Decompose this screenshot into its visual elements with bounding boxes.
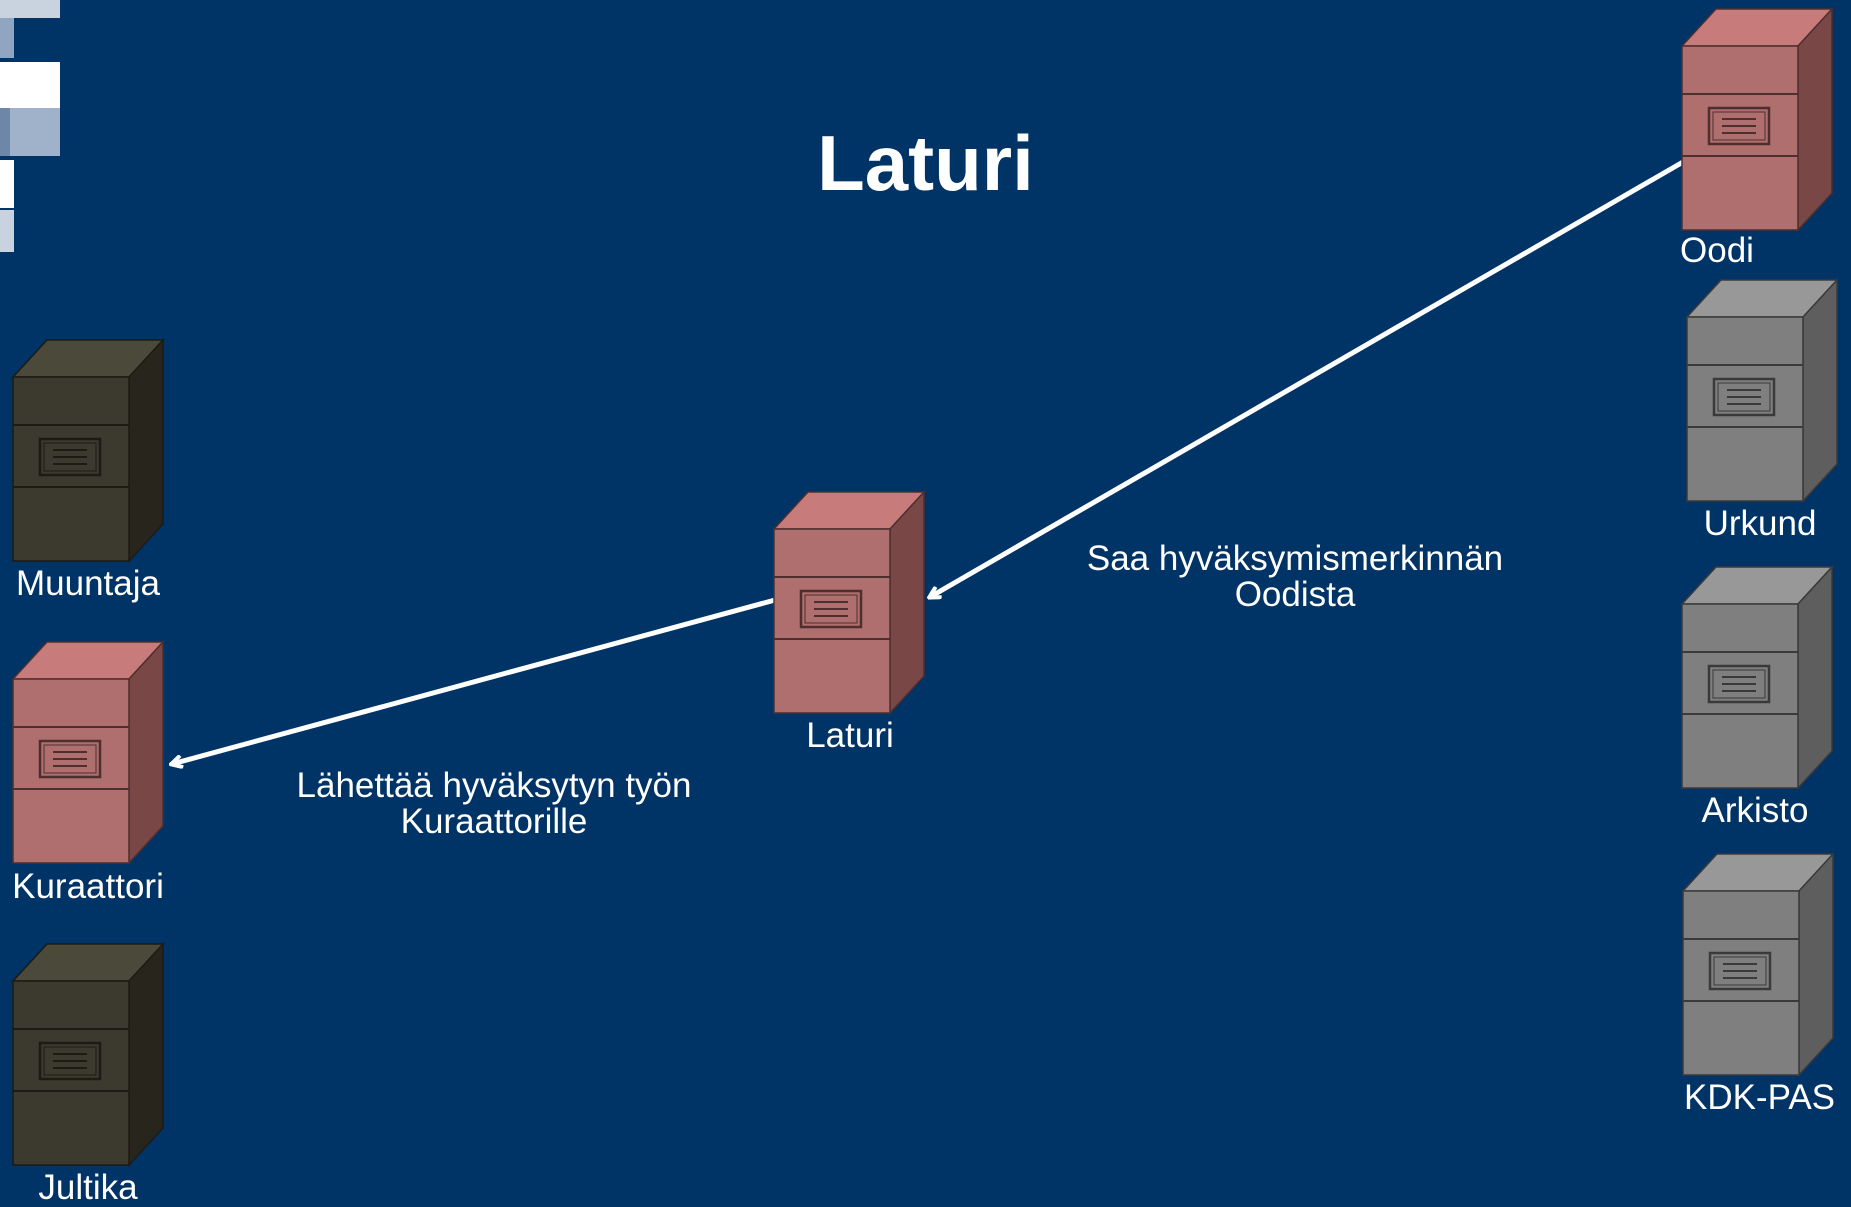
server-laturi xyxy=(772,490,926,715)
edge-label-line: Lähettää hyväksytyn työn xyxy=(296,766,692,805)
server-jultika xyxy=(11,942,165,1167)
server-arkisto xyxy=(1680,565,1834,790)
node-label-urkund: Urkund xyxy=(1703,504,1817,543)
node-label-oodi: Oodi xyxy=(1680,231,1754,270)
server-oodi xyxy=(1680,7,1834,232)
server-kdk-pas xyxy=(1681,852,1835,1077)
server-kuraattori xyxy=(11,640,165,865)
edge-label-line: Saa hyväksymismerkinnän xyxy=(1086,539,1504,578)
node-label-kdk-pas: KDK-PAS xyxy=(1683,1078,1836,1117)
node-label-laturi: Laturi xyxy=(806,716,894,755)
node-label-jultika: Jultika xyxy=(38,1168,138,1207)
node-label-arkisto: Arkisto xyxy=(1701,791,1809,830)
edge-laturi-to-kuraattori xyxy=(172,597,776,764)
page-title: Laturi xyxy=(817,119,1034,207)
server-urkund xyxy=(1685,278,1839,503)
server-muuntaja xyxy=(11,338,165,563)
edge-label-line: Kuraattorille xyxy=(400,802,588,841)
corner-decoration xyxy=(0,0,60,252)
node-label-kuraattori: Kuraattori xyxy=(12,867,164,906)
edge-label-oodi-to-laturi: Saa hyväksymismerkinnän Oodista xyxy=(1045,541,1545,613)
node-label-muuntaja: Muuntaja xyxy=(16,564,160,603)
edge-label-line: Oodista xyxy=(1234,575,1356,614)
edge-label-laturi-to-kuraattori: Lähettää hyväksytyn työn Kuraattorille xyxy=(244,768,744,840)
edge-oodi-to-laturi xyxy=(930,159,1685,597)
